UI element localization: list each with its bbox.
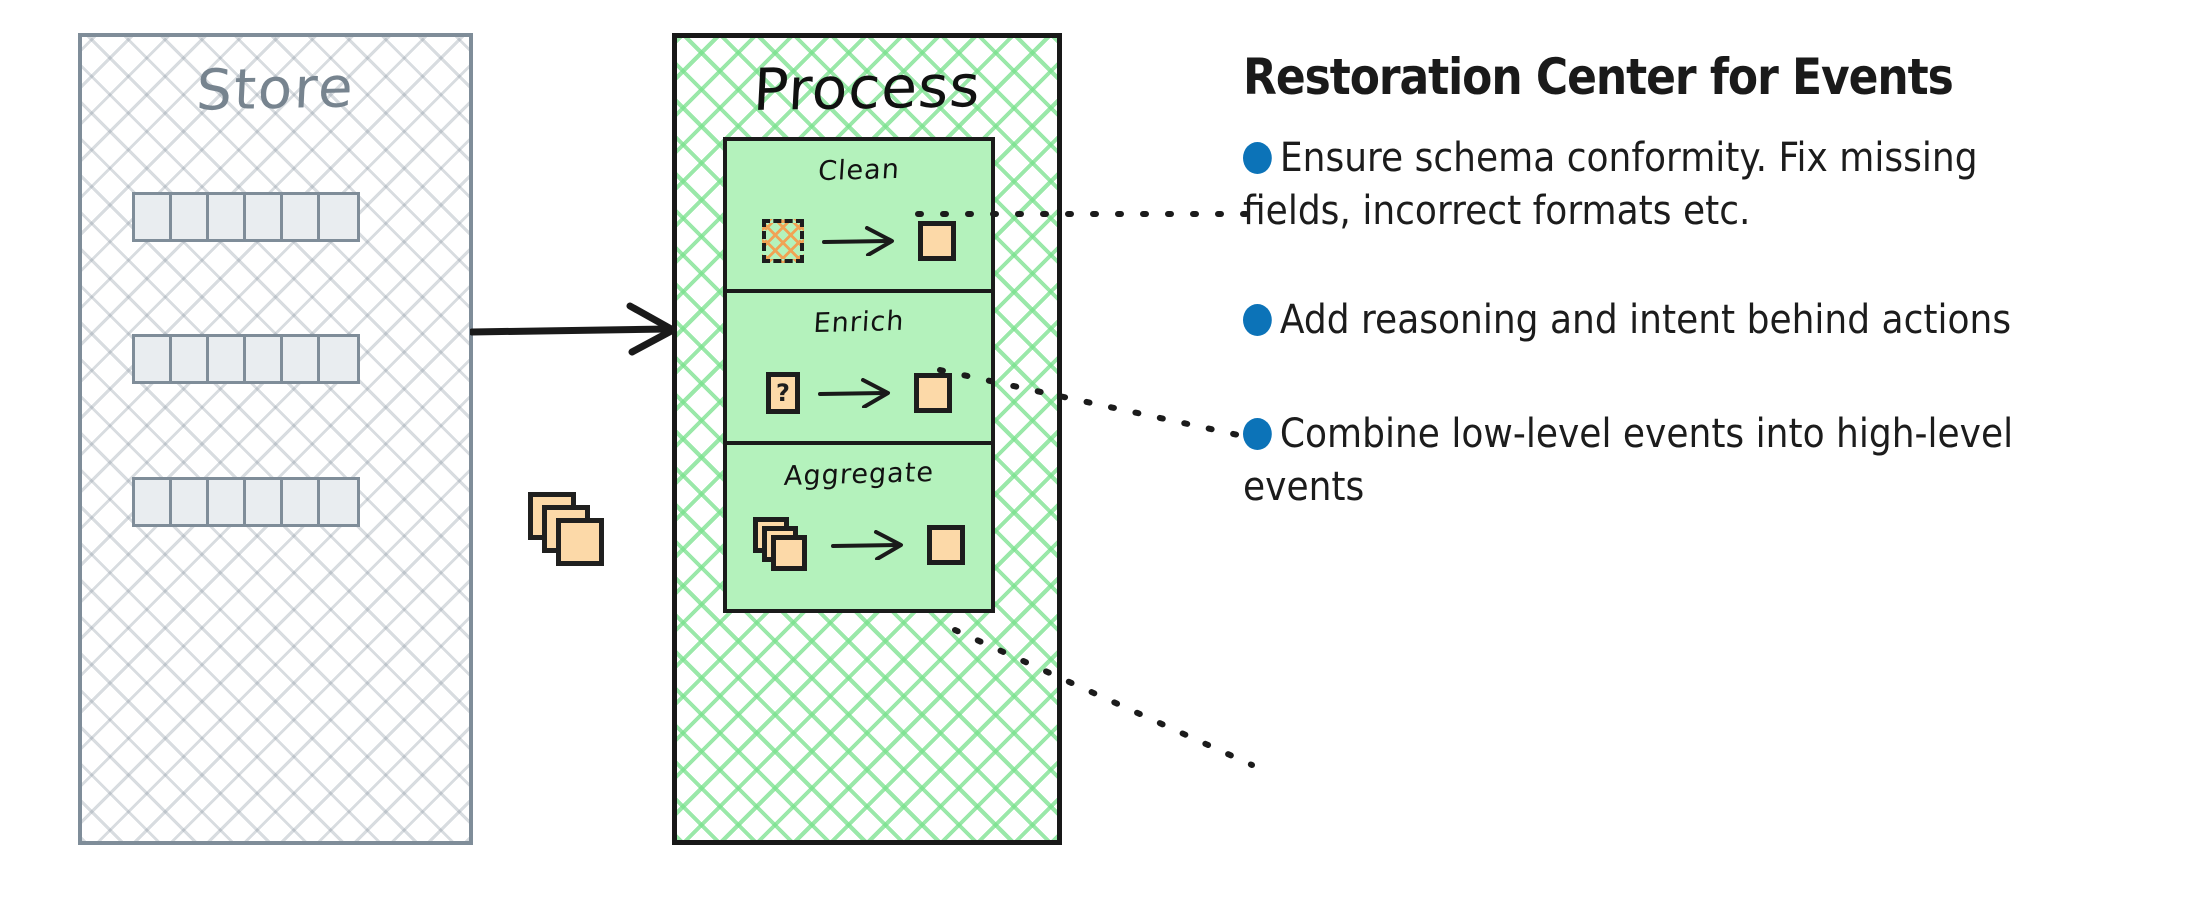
store-cell (246, 337, 283, 381)
process-title: Process (751, 52, 983, 124)
bullet-icon (1243, 417, 1272, 450)
hatched-square-icon (762, 219, 804, 263)
store-container: Store (78, 33, 473, 845)
square-icon (927, 525, 965, 565)
store-row (132, 192, 360, 242)
store-cell (135, 195, 172, 239)
store-cell (320, 195, 357, 239)
note-label: Combine low-level events into high-level… (1243, 410, 2014, 510)
process-step-clean[interactable]: Clean (723, 137, 995, 309)
store-title: Store (194, 55, 357, 124)
stacked-cards-icon (528, 492, 618, 572)
step-label: Aggregate (783, 457, 935, 492)
right-arrow-icon (831, 530, 903, 560)
store-cell (135, 337, 172, 381)
note-label: Ensure schema conformity. Fix missing fi… (1243, 135, 1978, 235)
store-cell (172, 195, 209, 239)
process-container: Process Clean Enrich ? (672, 33, 1062, 845)
store-row (132, 334, 360, 384)
note-text: Ensure schema conformity. Fix missing fi… (1243, 132, 2077, 238)
note-label: Add reasoning and intent behind actions (1279, 297, 2012, 344)
question-square-icon: ? (766, 372, 800, 414)
store-cell (172, 337, 209, 381)
step-body (727, 509, 991, 581)
notes-panel: Restoration Center for Events Ensure sch… (1243, 48, 2143, 542)
bullet-icon (1243, 304, 1272, 337)
step-label: Enrich (812, 305, 906, 340)
note-text: Add reasoning and intent behind actions (1243, 294, 2077, 347)
store-row (132, 477, 360, 527)
store-cell (246, 480, 283, 524)
stacked-squares-icon (753, 517, 813, 573)
note-text: Combine low-level events into high-level… (1243, 408, 2077, 514)
right-arrow-icon (822, 226, 894, 256)
square-icon (918, 221, 956, 261)
note-item: Add reasoning and intent behind actions (1243, 294, 2143, 347)
page-title: Restoration Center for Events (1243, 48, 1954, 106)
store-cell (172, 480, 209, 524)
bullet-icon (1243, 142, 1272, 174)
store-cell (283, 480, 320, 524)
card-front (556, 518, 604, 566)
right-arrow-icon (470, 302, 677, 356)
process-step-aggregate[interactable]: Aggregate (723, 441, 995, 613)
process-step-enrich[interactable]: Enrich ? (723, 289, 995, 461)
store-cell (246, 195, 283, 239)
store-cell (283, 195, 320, 239)
store-cell (209, 195, 246, 239)
step-body (727, 205, 991, 277)
square-icon (914, 373, 952, 413)
note-item: Ensure schema conformity. Fix missing fi… (1243, 132, 2143, 238)
square-front (771, 535, 807, 571)
store-cell (283, 337, 320, 381)
right-arrow-icon (818, 378, 890, 408)
store-cell (209, 337, 246, 381)
store-cell (209, 480, 246, 524)
step-label: Clean (817, 153, 901, 188)
store-cell (320, 480, 357, 524)
store-cell (320, 337, 357, 381)
note-item: Combine low-level events into high-level… (1243, 408, 2143, 514)
step-body: ? (727, 357, 991, 429)
store-cell (135, 480, 172, 524)
